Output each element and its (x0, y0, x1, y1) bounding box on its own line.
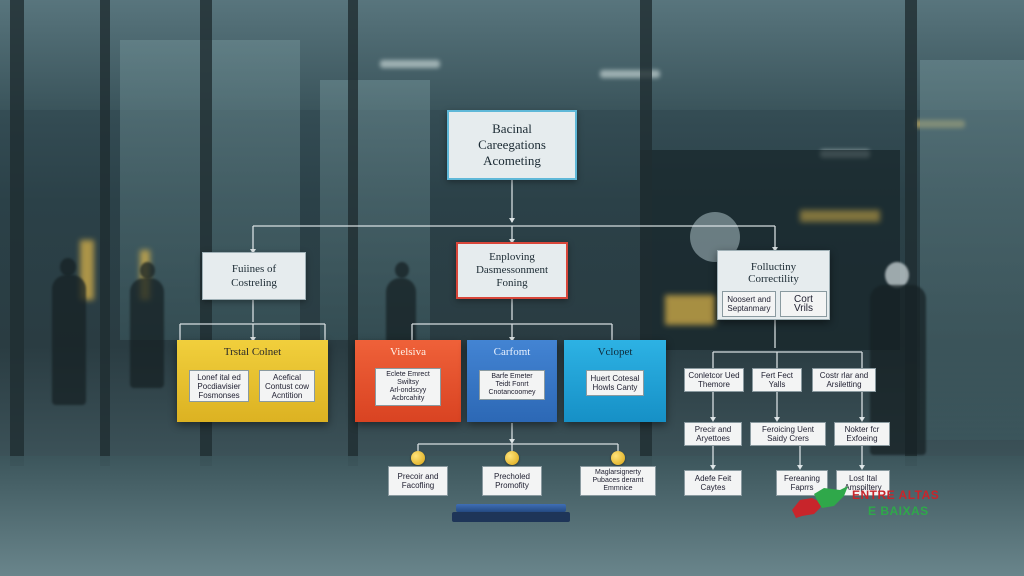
glass-frame (100, 0, 110, 466)
group-cyan-title: Vclopet (597, 346, 633, 358)
group-blue[interactable]: Carfomt Barfe Emeter Teidt Fonrt Cnotanc… (467, 340, 557, 422)
right-tree-b2[interactable]: Feroicing Uent Saidy Crers (750, 422, 826, 446)
right-tree-b1[interactable]: Precir and Aryettoes (684, 422, 742, 446)
node-bullet-icon (411, 451, 425, 465)
person-silhouette (60, 258, 76, 276)
group-red-title: Vielsiva (390, 346, 426, 358)
bottom-item-3[interactable]: Maglarsignerty Pubaces deramt Emmnice (580, 466, 656, 496)
group-cyan[interactable]: Vclopet Huert Cotesal Howls Canty (564, 340, 666, 422)
wall-light (665, 295, 715, 325)
watermark-logo: ENTRE ALTAS E BAIXAS (790, 484, 980, 524)
person-silhouette (130, 278, 164, 388)
person-silhouette (52, 275, 86, 405)
right-tree-a2[interactable]: Fert Fect Yalls (752, 368, 802, 392)
watermark-line2: E BAIXAS (868, 504, 929, 518)
right-tree-c3[interactable]: Lost Ital Amspiltery (836, 470, 890, 496)
glass-frame (348, 0, 358, 466)
bottom-item-2[interactable]: Precholed Promofity (482, 466, 542, 496)
ceiling-light (600, 70, 660, 78)
group-cyan-item[interactable]: Huert Cotesal Howls Canty (586, 370, 644, 396)
right-tree-a1[interactable]: Conletcor Ued Themore (684, 368, 744, 392)
node-center[interactable]: Enploving Dasmessonment Foning (456, 242, 568, 299)
group-yellow-item1[interactable]: Lonef ital ed Pocdiavisier Fosmonses (189, 370, 249, 402)
bottom-item-1[interactable]: Precoir and Facofling (388, 466, 448, 496)
group-yellow-title: Trstal Colnet (223, 346, 282, 358)
glass-window (920, 60, 1024, 440)
presentation-stand (452, 504, 570, 524)
right-tree-c1[interactable]: Adefe Feit Caytes (684, 470, 742, 496)
person-silhouette (140, 262, 155, 279)
group-red-item[interactable]: Eclete Emrect Swiltsy Arl-ondscyy Acbrca… (375, 368, 441, 406)
right-tree-a3[interactable]: Costr rlar and Arsiletting (812, 368, 876, 392)
group-yellow[interactable]: Trstal Colnet Lonef ital ed Pocdiavisier… (177, 340, 328, 422)
glass-frame (10, 0, 24, 466)
group-red[interactable]: Vielsiva Eclete Emrect Swiltsy Arl-ondsc… (355, 340, 461, 422)
group-blue-item[interactable]: Barfe Emeter Teidt Fonrt Cnotancoomey (479, 370, 545, 400)
wall-light (800, 210, 880, 222)
person-silhouette (885, 262, 909, 288)
group-yellow-item2[interactable]: Acefical Contust cow Acntition (259, 370, 315, 402)
node-right-sub2[interactable]: Cort Vrils (780, 291, 827, 317)
watermark-line1: ENTRE ALTAS (852, 488, 940, 502)
person-silhouette (386, 278, 416, 348)
node-right-sub1[interactable]: Noosert and Septanmary (722, 291, 776, 317)
node-bullet-icon (505, 451, 519, 465)
top-node[interactable]: Bacinal Careegations Acometing (447, 110, 577, 180)
ceiling-light (380, 60, 440, 68)
person-silhouette (395, 262, 409, 278)
node-right-title: Folluctiny Correctility (748, 261, 799, 285)
group-blue-title: Carfomt (493, 346, 531, 358)
node-left[interactable]: Fuiines of Costreling (202, 252, 306, 300)
node-bullet-icon (611, 451, 625, 465)
right-tree-b3[interactable]: Nokter fcr Exfoeing (834, 422, 890, 446)
bull-bear-icon (792, 486, 848, 518)
node-right[interactable]: Folluctiny Correctility Noosert and Sept… (717, 250, 830, 320)
